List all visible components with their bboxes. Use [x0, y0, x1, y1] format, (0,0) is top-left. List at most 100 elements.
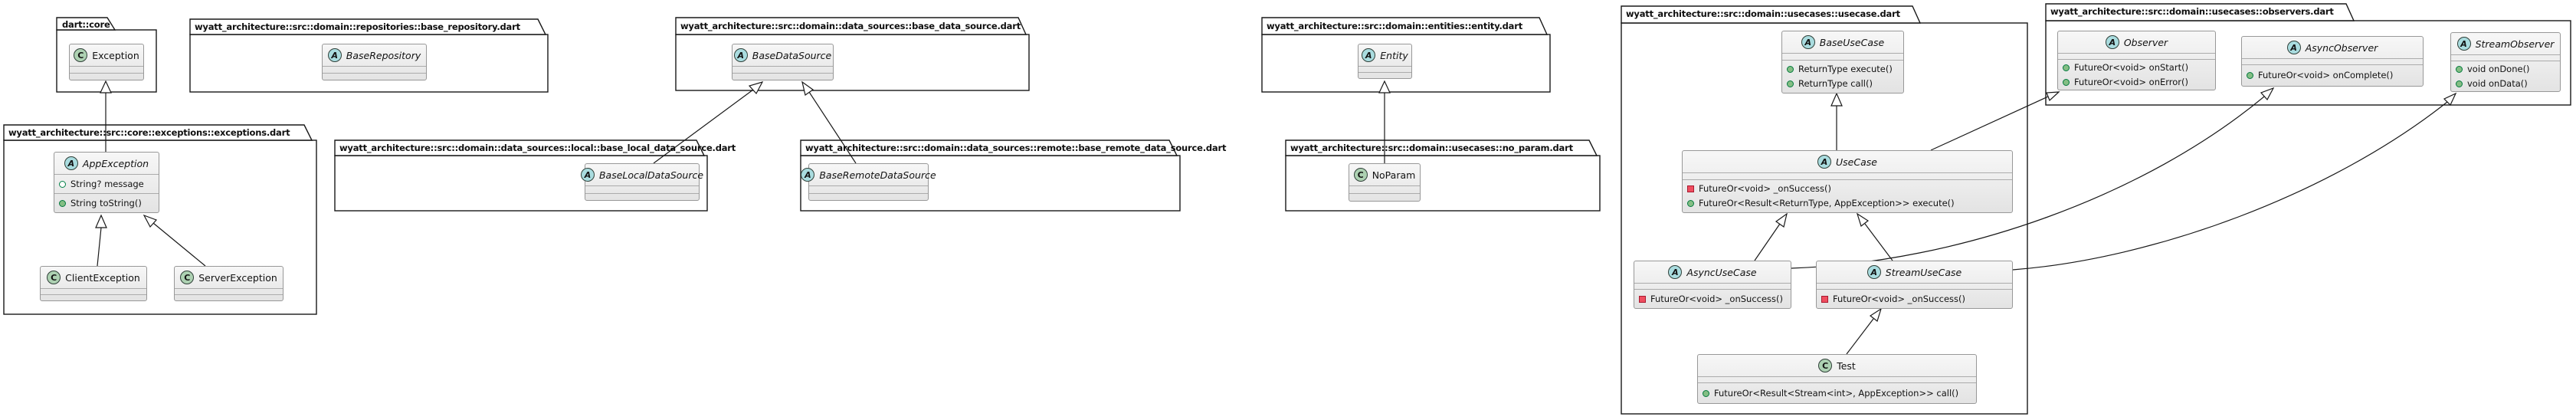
methods-compartment: [1358, 72, 1411, 78]
method-text: FutureOr<void> onError(): [2074, 76, 2188, 87]
class-title: A BaseDataSource: [732, 44, 833, 66]
abstract-icon: A: [1801, 35, 1815, 49]
fields-compartment: [732, 66, 833, 73]
field-text: String? message: [70, 178, 144, 189]
methods-compartment: FutureOr<void> _onSuccess() FutureOr<Res…: [1683, 179, 2012, 212]
methods-compartment: [1349, 193, 1420, 201]
edge-usecase-observer: [1930, 96, 2049, 151]
method-text: FutureOr<void> _onSuccess(): [1699, 183, 1832, 194]
class-title: A StreamObserver: [2451, 33, 2560, 54]
class-title: C ServerException: [175, 267, 283, 288]
public-method-icon: [1687, 200, 1694, 207]
class-title: C ClientException: [41, 267, 146, 288]
inheritance-arrowheads: [95, 80, 2457, 323]
class-title: A Observer: [2058, 31, 2215, 53]
fields-compartment: [2451, 54, 2560, 61]
class-baseusecase: A BaseUseCase ReturnType execute() Retur…: [1781, 31, 1904, 94]
fields-compartment: [70, 66, 143, 73]
abstract-icon: A: [64, 156, 78, 170]
fields-compartment: [2058, 53, 2215, 59]
class-icon: C: [74, 48, 88, 62]
class-name: Observer: [2123, 36, 2168, 48]
class-title: A AsyncObserver: [2242, 37, 2423, 58]
class-test: C Test FutureOr<Result<Stream<int>, AppE…: [1697, 354, 1977, 404]
method-row: FutureOr<void> onError(): [2058, 75, 2215, 90]
abstract-icon: A: [580, 168, 595, 182]
method-row: FutureOr<Result<ReturnType, AppException…: [1683, 196, 2012, 211]
abstract-icon: A: [1866, 265, 1881, 279]
class-title: A StreamUseCase: [1817, 261, 2012, 283]
abstract-icon: A: [327, 48, 342, 62]
methods-compartment: FutureOr<void> onComplete(): [2242, 64, 2423, 86]
method-text: FutureOr<void> onComplete(): [2258, 70, 2394, 80]
abstract-icon: A: [2105, 35, 2119, 49]
fields-compartment: [1782, 53, 1903, 60]
field-visibility-icon: [59, 180, 66, 188]
methods-compartment: void onDone() void onData(): [2451, 61, 2560, 91]
package-tab-entity: wyatt_architecture::src::domain::entitie…: [1267, 21, 1523, 31]
class-exception: C Exception: [69, 44, 144, 80]
class-name: AsyncObserver: [2305, 41, 2378, 54]
fields-compartment: [1349, 185, 1420, 193]
abstract-icon: A: [1362, 48, 1376, 62]
class-title: A AsyncUseCase: [1634, 261, 1791, 283]
fields-compartment: [1634, 283, 1791, 289]
class-title: A BaseRemoteDataSource: [801, 164, 936, 185]
class-observer: A Observer FutureOr<void> onStart() Futu…: [2057, 31, 2216, 90]
class-title: A Entity: [1358, 44, 1411, 66]
method-text: FutureOr<void> onStart(): [2074, 61, 2189, 73]
private-method-icon: [1821, 295, 1828, 303]
class-serverexception: C ServerException: [174, 266, 283, 301]
class-title: A BaseLocalDataSource: [580, 164, 703, 185]
class-icon: C: [1818, 359, 1833, 372]
class-name: ClientException: [65, 271, 140, 284]
method-row: ReturnType call(): [1782, 77, 1903, 91]
methods-compartment: [585, 192, 699, 201]
abstract-icon: A: [1817, 155, 1832, 169]
edge-remote-basedatasource: [808, 91, 857, 164]
fields-compartment: [323, 66, 426, 73]
method-row: FutureOr<void> onStart(): [2058, 61, 2215, 75]
private-method-icon: [1687, 185, 1694, 192]
class-name: NoParam: [1372, 169, 1416, 181]
field-row: String? message: [54, 177, 159, 192]
abstract-icon: A: [1668, 265, 1683, 279]
methods-compartment: [732, 73, 833, 80]
class-title: A BaseUseCase: [1782, 31, 1903, 53]
class-streamusecase: A StreamUseCase FutureOr<void> _onSucces…: [1816, 261, 2013, 309]
class-icon: C: [1353, 168, 1368, 182]
class-title: A BaseRepository: [323, 44, 426, 66]
package-tab-base-local-data-source: wyatt_architecture::src::domain::data_so…: [339, 143, 736, 153]
method-text: void onDone(): [2467, 63, 2530, 74]
fields-compartment: [1817, 283, 2012, 289]
public-method-icon: [2247, 72, 2253, 79]
class-baseremotedatasource: A BaseRemoteDataSource: [801, 163, 936, 201]
public-method-icon: [2456, 65, 2463, 73]
method-text: FutureOr<Result<ReturnType, AppException…: [1699, 198, 1955, 208]
class-name: Exception: [92, 49, 139, 61]
public-method-icon: [2063, 78, 2070, 86]
method-row: FutureOr<Result<Stream<int>, AppExceptio…: [1698, 386, 1976, 401]
public-method-icon: [1703, 389, 1709, 397]
edge-streamusecase-streamobserver: [2012, 101, 2448, 271]
inheritance-edges: [97, 89, 2448, 355]
class-entity: A Entity: [1358, 44, 1412, 79]
method-text: ReturnType call(): [1798, 78, 1873, 89]
methods-compartment: FutureOr<void> onStart() FutureOr<void> …: [2058, 59, 2215, 90]
class-appexception: A AppException String? message String to…: [54, 152, 159, 213]
fields-compartment: [2242, 58, 2423, 64]
abstract-icon: A: [733, 48, 748, 62]
abstract-icon: A: [2456, 37, 2471, 51]
class-noparam: C NoParam: [1349, 163, 1421, 202]
public-method-icon: [2063, 64, 2070, 71]
package-outlines: [3, 3, 2571, 415]
package-tab-base-repository: wyatt_architecture::src::domain::reposit…: [195, 21, 520, 32]
methods-compartment: FutureOr<void> _onSuccess(): [1817, 289, 2012, 308]
class-title: C NoParam: [1349, 164, 1420, 185]
method-text: String toString(): [70, 197, 142, 208]
class-name: Test: [1837, 359, 1856, 372]
public-method-icon: [59, 199, 66, 207]
fields-compartment: [809, 185, 928, 193]
class-title: C Exception: [70, 44, 143, 66]
method-text: FutureOr<void> _onSuccess(): [1650, 293, 1784, 304]
